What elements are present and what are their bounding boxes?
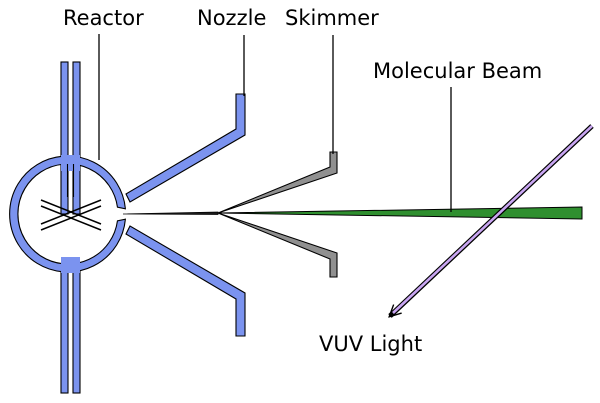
vuv-light-label: VUV Light	[319, 332, 422, 356]
vuv-light-beam	[390, 124, 594, 316]
reactor-outlet-tube-left	[60, 269, 69, 394]
nozzle-label: Nozzle	[197, 6, 266, 30]
nozzle	[125, 93, 246, 337]
skimmer-label: Skimmer	[285, 6, 379, 30]
reactor-ring	[9, 155, 127, 273]
reactor-jet	[40, 211, 102, 225]
reactor	[9, 61, 127, 394]
reactor-inlet-tube-right	[72, 61, 81, 215]
free-jet-expansion	[122, 211, 219, 215]
skimmer-wall-lower	[217, 212, 338, 278]
molecular-beam	[217, 206, 583, 220]
molecular-beam-label: Molecular Beam	[373, 59, 542, 83]
reactor-jet	[40, 217, 102, 231]
reactor-outlet-tube-right	[72, 269, 81, 394]
reactor-label: Reactor	[63, 6, 144, 30]
nozzle-wall-upper	[125, 93, 246, 203]
nozzle-wall-lower	[125, 225, 246, 337]
skimmer-wall-upper	[217, 151, 338, 214]
